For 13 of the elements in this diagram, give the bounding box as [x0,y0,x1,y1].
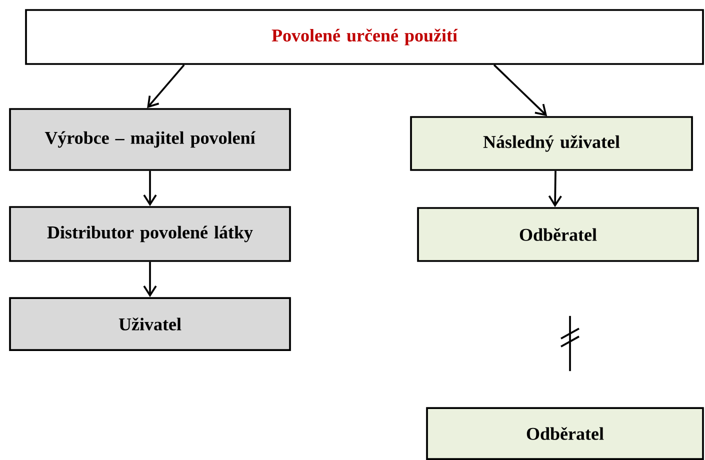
process-box: Distributor povolené látky [9,206,291,262]
arrow [143,262,157,298]
broken-connector [560,316,580,372]
process-box: Odběratel [417,207,699,262]
process-box: Následný uživatel [410,116,693,171]
process-box: Uživatel [9,297,291,351]
process-box: Výrobce – majitel povolení [9,108,291,171]
arrow [147,64,185,108]
heading-box: Povolené určené použití [25,9,704,65]
arrow [143,170,157,206]
arrow [493,64,548,116]
arrow [548,170,562,208]
process-box: Odběratel [426,407,704,460]
